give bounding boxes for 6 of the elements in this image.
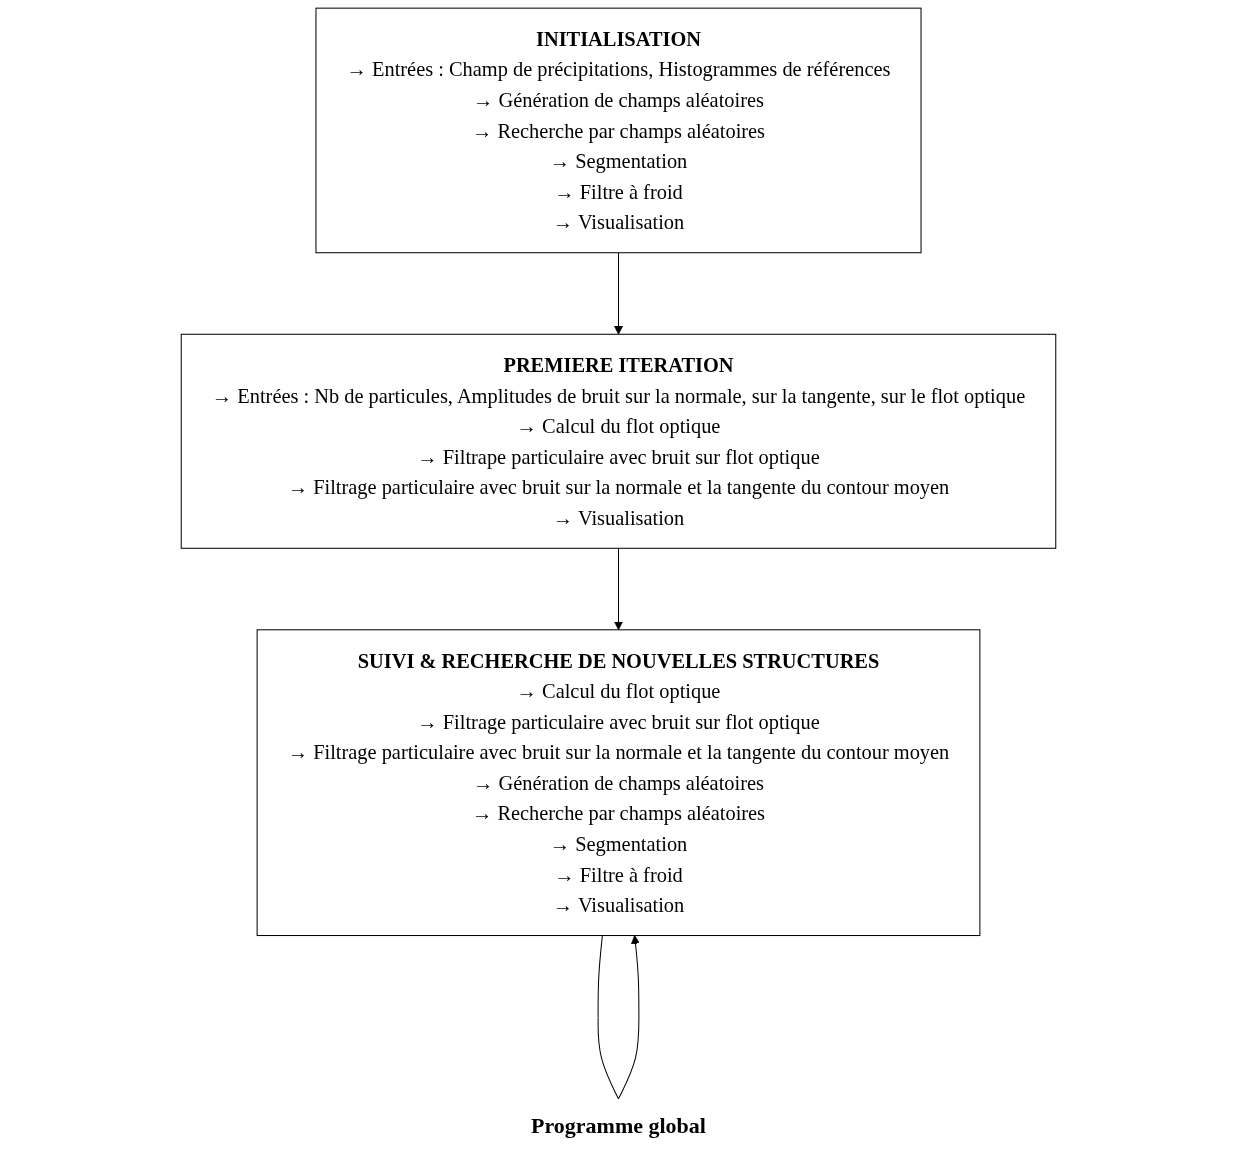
arrow xyxy=(614,547,623,631)
caption: Programme global xyxy=(531,1112,706,1140)
node-box: SUIVI & RECHERCHE DE NOUVELLES STRUCTURES → Calcul du flot optique → Filtrage particulaire avec bruit sur flot optique → Filtrage particulaire avec bruit sur la normale et la tangente du contour moyen → Génération de champs aléatoires → Recherche par champs aléatoires → Segmentation → Filtre à froid → Visualisation xyxy=(256,629,981,937)
node-box: INITIALISATION → Entrées : Champ de précipitations, Histogrammes de références → Génération de champs aléatoires → Recherche par champs aléatoires → Segmentation → Filtre à froid → Visualisation xyxy=(315,7,922,254)
node-box: PREMIERE ITERATION → Entrées : Nb de particules, Amplitudes de bruit sur la normale, sur la tangente, sur le flot optique → Calcul du flot optique → Filtrape particulaire avec bruit sur flot optique → Filtrage particulaire avec bruit sur la normale et la tangente du contour moyen → Visualisation xyxy=(180,333,1057,549)
arrow xyxy=(614,252,623,335)
